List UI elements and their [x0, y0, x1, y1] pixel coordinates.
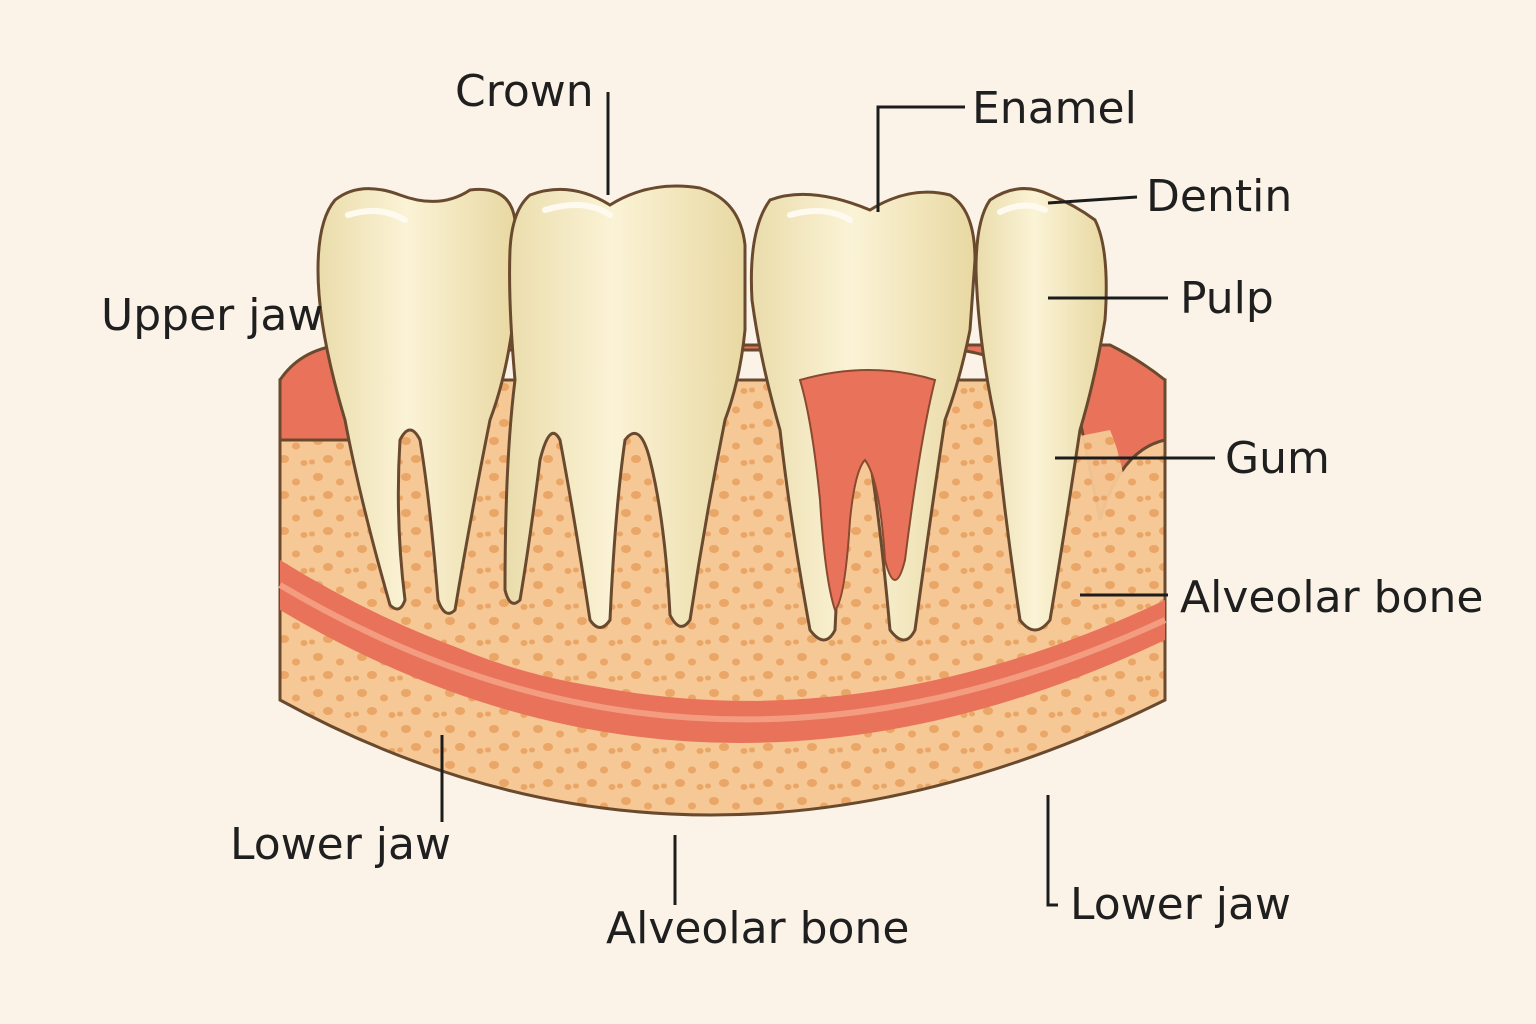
- crown-label: Crown: [455, 66, 594, 117]
- dentin-leader: [1047, 195, 1138, 205]
- upper-jaw-label: Upper jaw: [101, 290, 324, 341]
- lower-jaw-right-leader: [1046, 795, 1058, 907]
- pulp-chamber: [798, 369, 937, 612]
- enamel-label: Enamel: [972, 83, 1137, 134]
- alveolar-bone-right-label: Alveolar bone: [1180, 572, 1484, 623]
- tooth-1: [316, 187, 517, 615]
- dentin-label: Dentin: [1146, 171, 1293, 222]
- lower-jaw-right-label: Lower jaw: [1070, 879, 1291, 930]
- alveolar-bone-bottom-label: Alveolar bone: [606, 903, 910, 954]
- tooth-3: [749, 190, 977, 642]
- gum-label: Gum: [1225, 433, 1330, 484]
- enamel-leader: [876, 105, 965, 212]
- pulp-label: Pulp: [1180, 273, 1274, 324]
- lower-jaw-left-label: Lower jaw: [230, 819, 451, 870]
- gum-band-highlight: [278, 582, 1167, 723]
- tooth-2: [503, 184, 747, 629]
